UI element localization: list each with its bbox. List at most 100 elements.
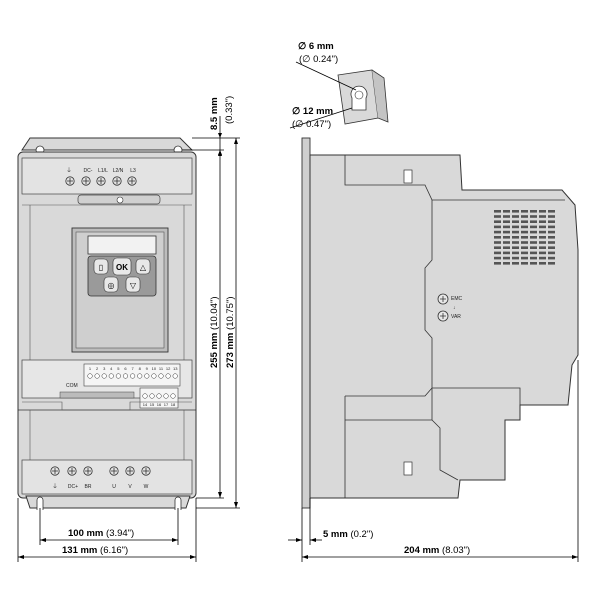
vent-slot: [521, 251, 528, 255]
vent-slot: [530, 241, 537, 244]
vent-slot: [494, 210, 501, 213]
vent-slot: [512, 210, 519, 213]
terminal-screw: [50, 466, 60, 476]
vent-slot: [548, 256, 555, 260]
top-cover: [21, 157, 193, 195]
control-terminal-number: 8: [139, 366, 142, 371]
vent-slot: [503, 256, 510, 260]
run-key-icon: ◎: [108, 281, 115, 290]
width-inner-dimension: 100 mm (3.94"): [68, 528, 134, 539]
display-screen: [87, 235, 157, 255]
top-terminal-label: L2/N: [113, 168, 124, 174]
terminal-screw: [81, 176, 91, 186]
vent-slot: [494, 246, 501, 249]
vent-slot: [521, 262, 528, 265]
vent-slot: [548, 246, 555, 249]
front-view: ⏚ DC- L1/L L2/N L3 ▯: [17, 137, 197, 510]
terminal-screw: [96, 176, 106, 186]
control-terminal-screw: [165, 373, 171, 379]
control-terminal-screw: [87, 373, 93, 379]
vent-slot: [494, 241, 501, 244]
top-mount-tab: [21, 137, 194, 151]
vent-slot: [512, 246, 519, 249]
var-label: VAR: [451, 314, 461, 320]
height-inner-dimension: 255 mm (10.04"): [209, 296, 220, 368]
vent-slot: [503, 230, 510, 234]
vent-slot: [530, 256, 537, 260]
vent-slot: [503, 251, 510, 255]
keyhole-detail: [289, 61, 389, 129]
hole-small-inch: (∅ 0.24"): [299, 54, 338, 65]
control-terminal-screw: [115, 373, 121, 379]
vent-slot: [503, 241, 510, 244]
vent-slot: [539, 241, 546, 244]
control-terminal-number: 6: [124, 366, 127, 371]
vent-slot: [539, 262, 546, 265]
info-icon: [116, 196, 124, 204]
terminal-screw: [127, 176, 137, 186]
vent-slot: [539, 230, 546, 234]
top-terminal-label: L3: [130, 168, 136, 174]
control-terminal-number: 16: [157, 402, 162, 407]
control-terminal-number: 10: [152, 366, 157, 371]
control-terminal-screw: [142, 393, 148, 399]
vent-slot: [539, 236, 546, 239]
vent-slot: [503, 215, 510, 218]
side-slot-bottom: [403, 461, 413, 476]
vent-slot: [548, 251, 555, 255]
vent-slot: [530, 236, 537, 239]
bottom-terminal-label: ⏚: [52, 483, 58, 490]
vent-slot: [521, 246, 528, 249]
vent-slot: [548, 220, 555, 223]
control-terminal-number: 2: [96, 366, 99, 371]
vent-slot: [521, 225, 528, 229]
vent-grille: [494, 210, 555, 265]
side-slot-top: [403, 169, 413, 184]
hole-large-dimension: ∅ 12 mm: [292, 106, 333, 117]
control-terminal-number: 11: [159, 366, 164, 371]
vent-slot: [512, 251, 519, 255]
vent-slot: [503, 246, 510, 249]
control-terminal-screw: [101, 373, 107, 379]
ok-key[interactable]: [112, 257, 132, 276]
vent-slot: [548, 215, 555, 218]
control-terminal-screw: [156, 393, 162, 399]
vent-slot: [512, 230, 519, 234]
vent-slot: [494, 251, 501, 255]
terminal-screw: [141, 466, 151, 476]
stop-key[interactable]: [93, 258, 109, 275]
top-offset-dimension: 8.5 mm: [209, 97, 220, 130]
emc-arrow-icon: ↓: [453, 305, 456, 311]
vent-slot: [512, 262, 519, 265]
top-terminal-label: DC-: [84, 168, 93, 174]
bottom-terminal-label: DC+: [68, 484, 78, 490]
control-terminal-screw: [151, 373, 157, 379]
control-terminal-screw: [94, 373, 100, 379]
emc-var-selector: EMC ↓ VAR: [437, 293, 463, 322]
terminal-screw: [65, 176, 75, 186]
vent-slot: [548, 241, 555, 244]
control-terminal-number: 1: [89, 366, 92, 371]
vent-slot: [503, 262, 510, 265]
stop-key-icon: ▯: [99, 263, 103, 272]
control-terminal-screw: [144, 373, 150, 379]
control-terminal-number: 7: [131, 366, 134, 371]
bottom-right-slot: [174, 496, 182, 510]
mounting-flange: [301, 137, 311, 509]
vent-slot: [521, 256, 528, 260]
vent-slot: [539, 251, 546, 255]
up-key[interactable]: [135, 258, 151, 275]
bottom-terminal-label: W: [144, 484, 149, 490]
control-terminal-screw: [130, 373, 136, 379]
ok-key-label: OK: [116, 263, 128, 272]
run-key[interactable]: [103, 276, 119, 293]
vent-slot: [521, 220, 528, 223]
down-key[interactable]: [125, 276, 141, 293]
top-offset-inch: (0.33"): [224, 96, 235, 124]
keypad: ▯ OK △ ◎ ▽: [71, 227, 169, 353]
vent-slot: [503, 220, 510, 223]
horizontal-dimensions-front: 100 mm (3.94") 131 mm (6.16"): [17, 498, 197, 562]
vent-slot: [494, 236, 501, 239]
control-terminal-screw: [137, 373, 143, 379]
